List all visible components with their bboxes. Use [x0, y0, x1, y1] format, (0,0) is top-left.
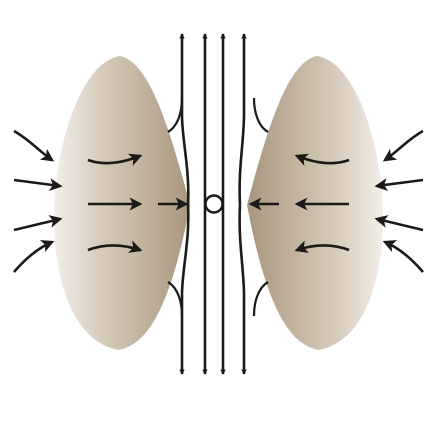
vertical-flow-lines — [167, 33, 269, 375]
horizontal-inflow-arrows — [13, 129, 424, 273]
inflow-arrow-left-outer-2 — [13, 178, 63, 192]
inflow-arrow-right-outer-3 — [374, 215, 424, 232]
inflow-arrow-left-inner-1 — [87, 153, 143, 166]
flow-line-up-outer-right — [252, 97, 269, 133]
inflow-arrow-right-inner-1 — [294, 153, 350, 166]
inflow-arrow-right-outer-2 — [374, 178, 424, 192]
inflow-arrow-right-inner-3 — [294, 240, 350, 253]
inflow-arrow-left-outer-4 — [13, 240, 55, 273]
flow-line-down-mid-right — [238, 204, 247, 375]
flow-line-up-mid-left — [179, 33, 190, 206]
inflow-arrow-right-outer-4 — [382, 240, 424, 273]
inflow-arrow-left-inner-3 — [87, 240, 143, 253]
flow-line-up-mid-right — [238, 33, 247, 206]
center-circle — [204, 194, 224, 214]
inflow-arrow-left-outer-1 — [13, 129, 55, 162]
flow-line-down-outer-left — [167, 281, 184, 317]
flow-line-up-outer-left — [167, 97, 184, 133]
inflow-arrow-left-outer-3 — [13, 215, 63, 232]
inflow-arrow-right-outer-1 — [382, 129, 424, 162]
flow-line-down-mid-left — [179, 204, 190, 375]
flow-line-down-outer-right — [252, 281, 269, 317]
